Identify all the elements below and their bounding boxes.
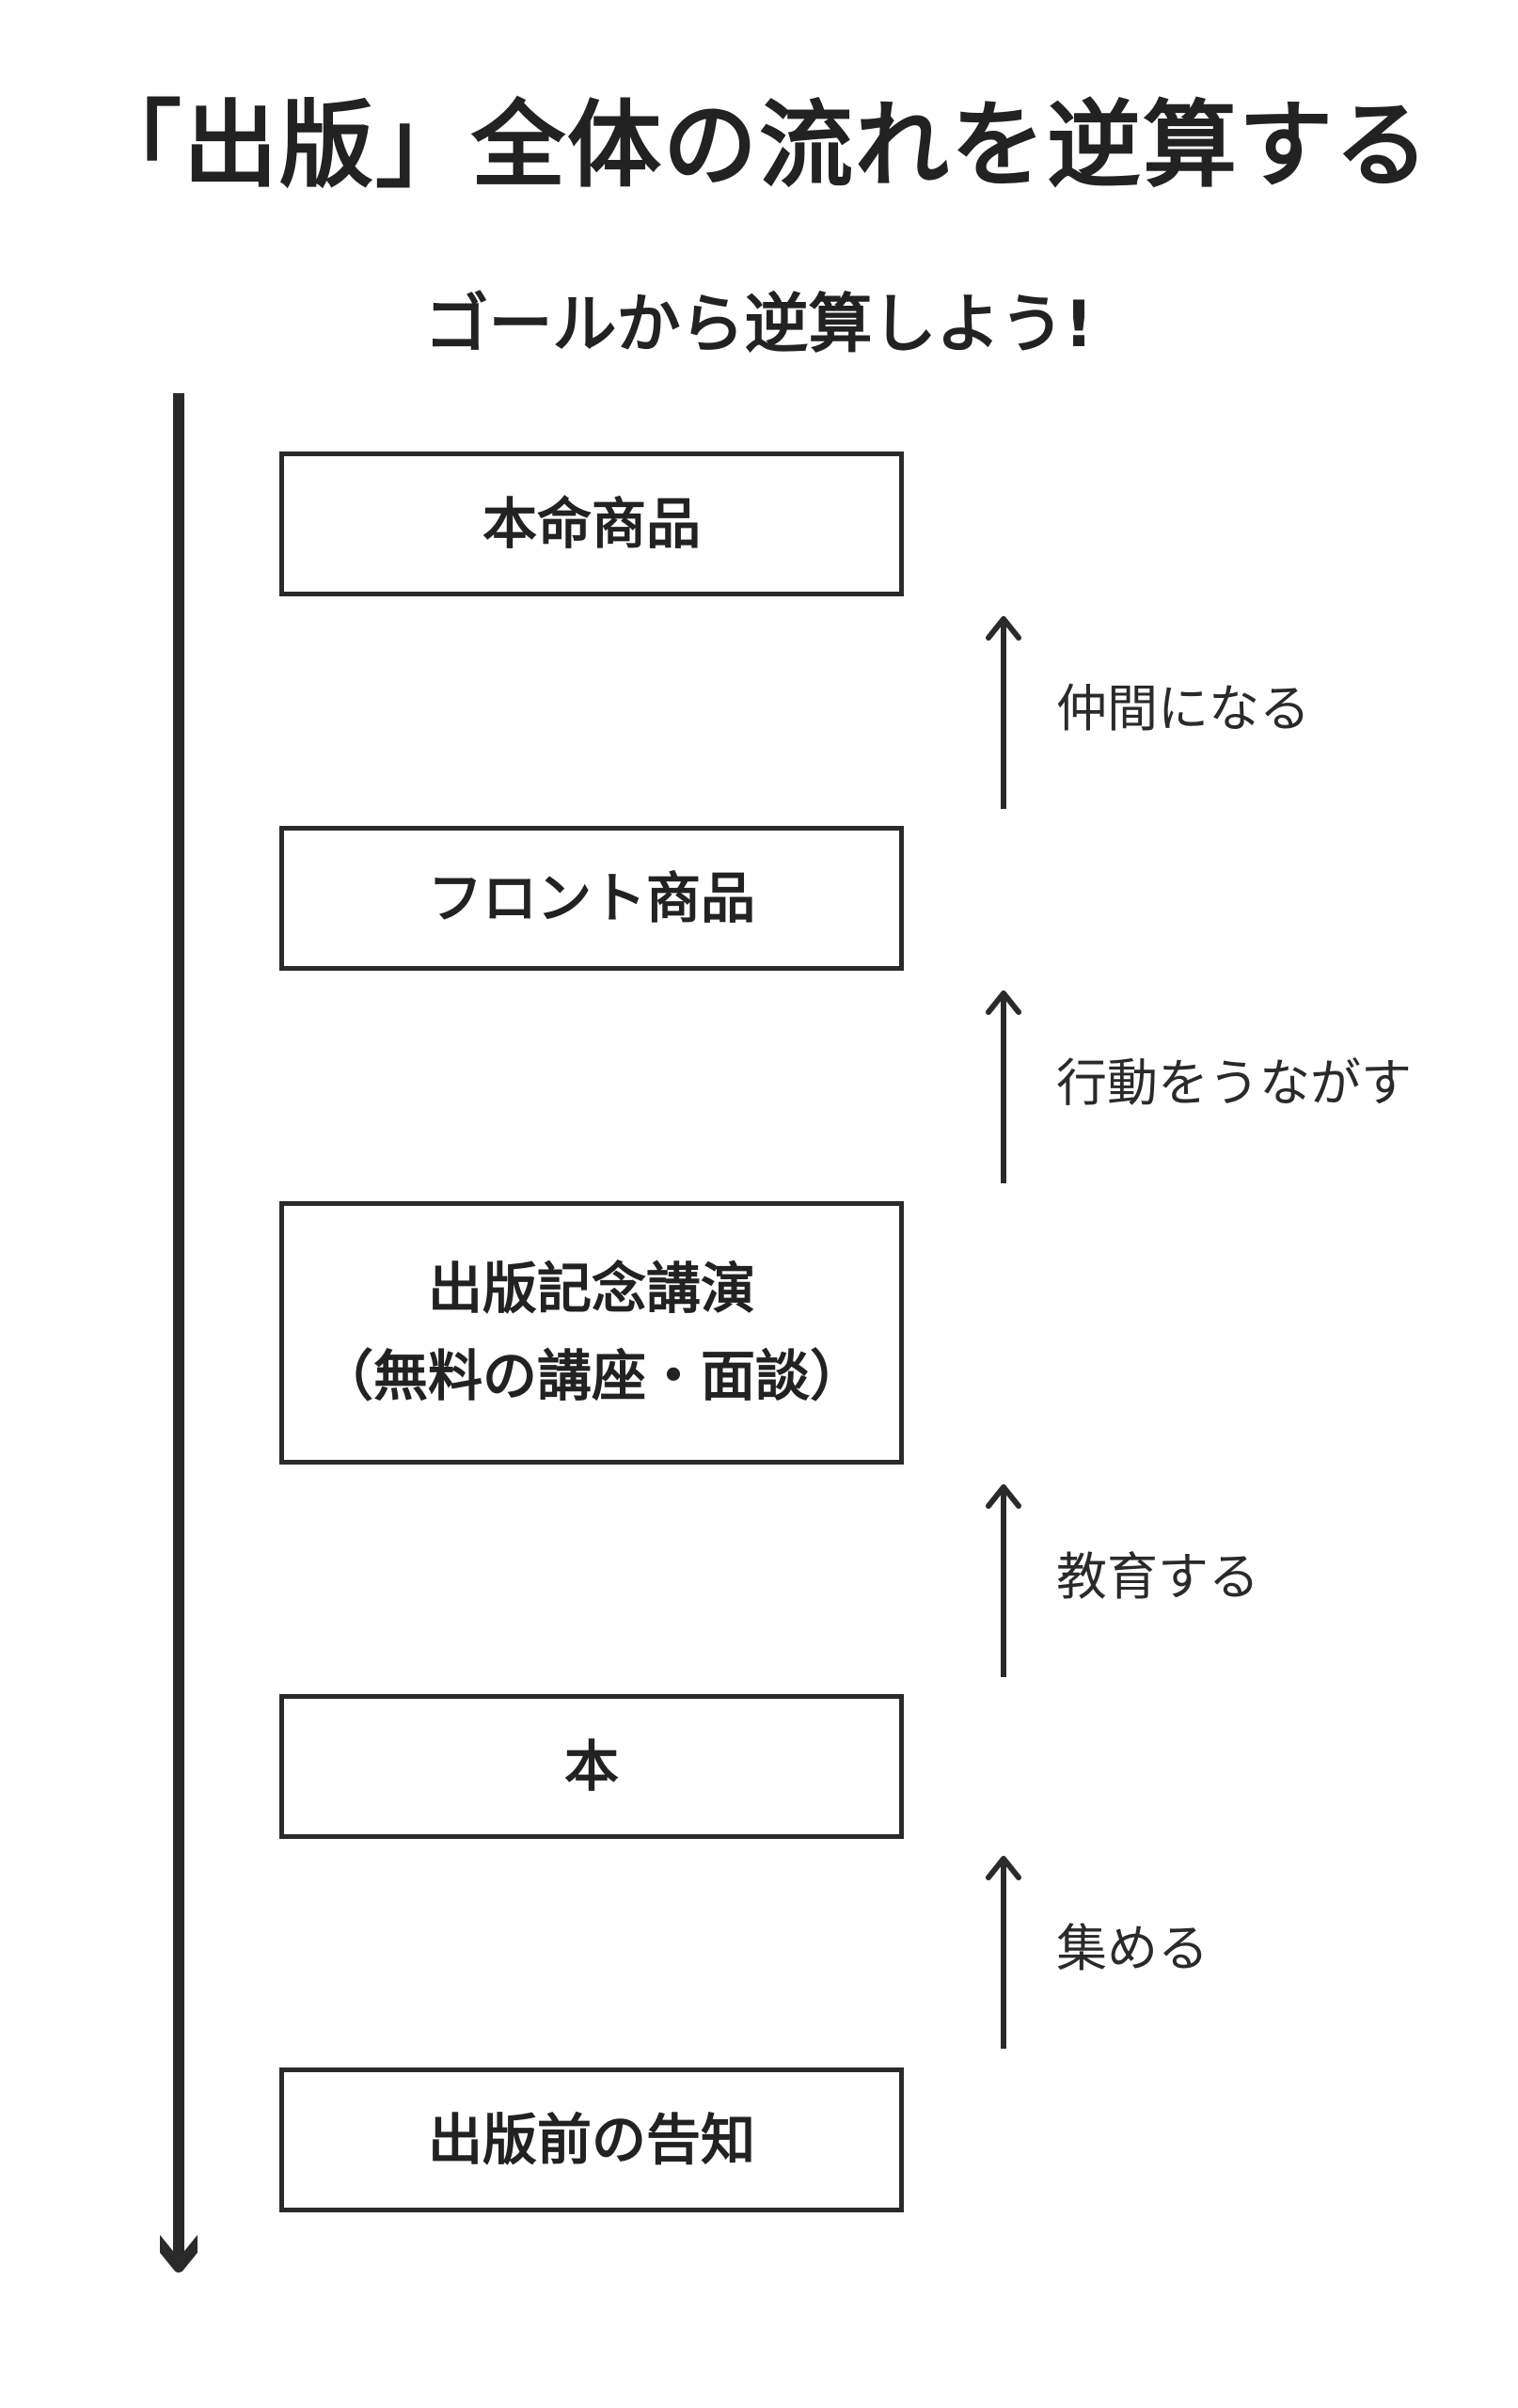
flow-box-front-product: フロント商品 [279,826,904,971]
flow-box-prepublication-notice: 出版前の告知 [279,2067,904,2212]
up-arrow-icon [985,1481,1022,1677]
arrow-label-educate: 教育する [1056,1547,1259,1607]
arrow-label-prompt-action: 行動をうながす [1056,1054,1412,1113]
flow-box-publication-lecture: 出版記念講演 （無料の講座・面談） [279,1201,904,1465]
flow-box-book: 本 [279,1694,904,1839]
page-title: 「出版」全体の流れを逆算する [87,90,1431,200]
up-arrow-icon [985,613,1022,809]
page-subtitle: ゴールから逆算しよう! [424,288,1094,362]
arrow-label-gather: 集める [1056,1919,1209,1978]
arrow-label-become-ally: 仲間になる [1056,679,1310,738]
timeline-arrow [160,393,198,2284]
up-arrow-icon [985,1853,1022,2049]
flow-box-main-product: 本命商品 [279,452,904,596]
up-arrow-icon [985,988,1022,1183]
